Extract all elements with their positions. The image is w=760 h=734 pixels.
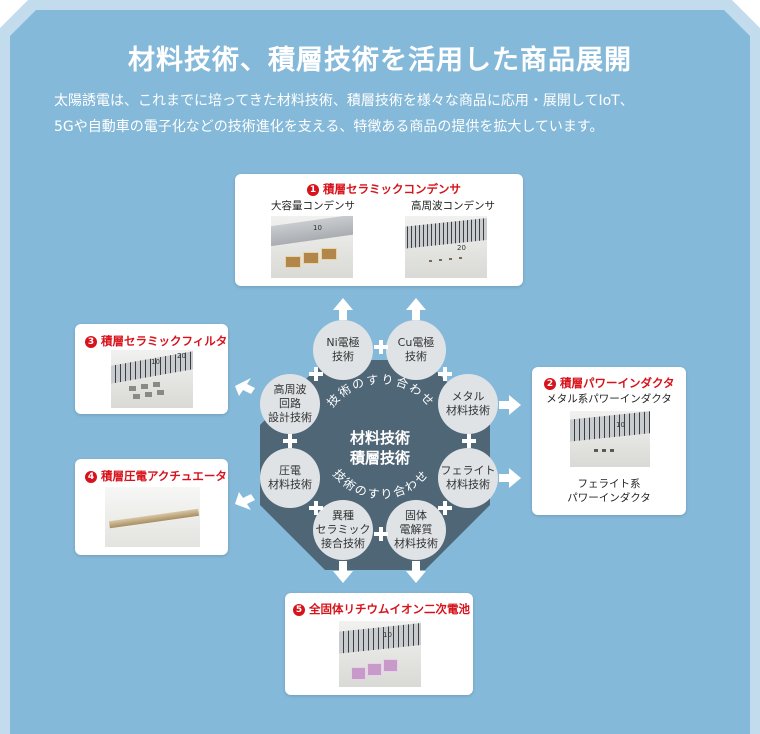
- inductor-chip: [610, 449, 614, 452]
- ruler-number: 20: [177, 352, 186, 360]
- filter-chip: [141, 384, 148, 389]
- product-title-piezo: 4 積層圧電アクチュエータ: [85, 468, 227, 484]
- actuator-strip: [109, 509, 199, 528]
- photo-piezo-actuator: [105, 487, 200, 547]
- node-metal-line-1: メタル: [438, 390, 498, 404]
- product-title-mlcc: 1 積層セラミックコンデンサ: [307, 181, 461, 197]
- node-piezo-line-2: 材料技術: [260, 478, 320, 492]
- filter-chip: [153, 382, 160, 387]
- capacitor-chip-small: [449, 258, 452, 260]
- node-hf-line-1: 高周波: [260, 383, 320, 397]
- node-solid-line-3: 材料技術: [386, 537, 446, 551]
- node-cu-line-2: 技術: [386, 350, 446, 364]
- sub-label-high-frequency: 高周波コンデンサ: [411, 199, 495, 213]
- product-title-battery-text: 全固体リチウムイオン二次電池: [309, 602, 470, 616]
- product-card-filter: 3 積層セラミックフィルタ 10 20: [75, 324, 228, 414]
- node-metal-line-2: 材料技術: [438, 404, 498, 418]
- product-title-piezo-text: 積層圧電アクチュエータ: [101, 469, 227, 483]
- photo-battery: 10: [339, 621, 421, 687]
- product-title-filter: 3 積層セラミックフィルタ: [85, 333, 227, 349]
- ruler-number: 10: [313, 224, 322, 232]
- number-badge: 1: [307, 184, 319, 196]
- node-label-cu: Cu電極 技術: [386, 336, 446, 364]
- node-cu-line-1: Cu電極: [386, 336, 446, 350]
- capacitor-chip-small: [439, 259, 442, 261]
- filter-chip: [129, 386, 136, 391]
- capacitor-chip-small: [459, 257, 462, 259]
- product-title-mlcc-text: 積層セラミックコンデンサ: [323, 182, 461, 196]
- ruler-number: 10: [151, 358, 160, 366]
- node-piezo-line-1: 圧電: [260, 464, 320, 478]
- center-line-1: 材料技術: [335, 428, 425, 448]
- product-card-piezo-actuator: 4 積層圧電アクチュエータ: [75, 459, 228, 555]
- node-ni-line-1: Ni電極: [313, 336, 373, 350]
- product-title-filter-text: 積層セラミックフィルタ: [101, 334, 227, 348]
- product-title-battery: 5 全固体リチウムイオン二次電池: [293, 601, 470, 617]
- node-hetero-line-1: 異種: [313, 509, 373, 523]
- node-ni-line-2: 技術: [313, 350, 373, 364]
- filter-chip: [145, 392, 152, 397]
- node-label-metal: メタル 材料技術: [438, 390, 498, 418]
- node-hf-line-2: 回路: [260, 397, 320, 411]
- node-label-solid: 固体 電解質 材料技術: [386, 509, 446, 551]
- number-badge: 5: [293, 604, 305, 616]
- photo-power-inductor: 10: [570, 411, 650, 467]
- page-title: 材料技術、積層技術を活用した商品展開: [0, 38, 760, 77]
- node-label-hetero: 異種 セラミック 接合技術: [313, 509, 373, 551]
- filter-chip: [133, 394, 140, 399]
- photo-high-frequency-capacitor: 20: [405, 216, 487, 278]
- battery-cell: [383, 659, 398, 672]
- number-badge: 2: [544, 378, 556, 390]
- node-hetero-line-3: 接合技術: [313, 537, 373, 551]
- product-card-power-inductor: 2 積層パワーインダクタ メタル系パワーインダクタ 10 フェライト系 パワーイン…: [532, 367, 686, 515]
- center-line-2: 積層技術: [335, 448, 425, 468]
- intro-line-2: 5Gや自動車の電子化などの技術進化を支える、特徴ある商品の提供を拡大しています。: [54, 114, 604, 140]
- sub-label-metal-inductor: メタル系パワーインダクタ: [532, 392, 686, 406]
- number-badge: 4: [85, 471, 97, 483]
- filter-chip: [157, 390, 164, 395]
- ruler: [271, 216, 353, 247]
- node-solid-line-2: 電解質: [386, 523, 446, 537]
- ruler: [405, 217, 487, 250]
- node-label-piezo: 圧電 材料技術: [260, 464, 320, 492]
- node-hetero-line-2: セラミック: [313, 523, 373, 537]
- node-hf-line-3: 設計技術: [260, 411, 320, 425]
- capacitor-chip: [303, 252, 319, 264]
- sub-label-ferrite-line-1: フェライト系: [532, 477, 686, 491]
- node-label-ferrite: フェライト 材料技術: [438, 464, 498, 492]
- capacitor-chip: [285, 256, 301, 268]
- center-label: 材料技術 積層技術: [335, 428, 425, 468]
- ruler: [339, 622, 421, 655]
- sub-label-high-capacity: 大容量コンデンサ: [271, 199, 355, 213]
- photo-ceramic-filter: 10 20: [111, 350, 193, 408]
- product-title-inductor-text: 積層パワーインダクタ: [560, 376, 675, 390]
- ruler: [570, 411, 650, 442]
- node-ferrite-line-2: 材料技術: [438, 478, 498, 492]
- product-card-solid-state-battery: 5 全固体リチウムイオン二次電池 10: [285, 593, 473, 695]
- inductor-chip: [602, 449, 606, 452]
- inductor-chip: [594, 449, 598, 452]
- intro-line-1: 太陽誘電は、これまでに培ってきた材料技術、積層技術を様々な商品に応用・展開してI…: [54, 88, 634, 114]
- ruler-number: 10: [616, 421, 625, 429]
- number-badge: 3: [85, 336, 97, 348]
- ruler-number: 20: [457, 244, 466, 252]
- sub-label-ferrite-inductor: フェライト系 パワーインダクタ: [532, 477, 686, 505]
- product-card-mlcc: 1 積層セラミックコンデンサ 大容量コンデンサ 高周波コンデンサ 10 20: [235, 174, 523, 286]
- battery-cell: [367, 663, 382, 676]
- ruler-number: 10: [383, 631, 392, 639]
- battery-cell: [351, 667, 366, 680]
- node-label-hf: 高周波 回路 設計技術: [260, 383, 320, 425]
- node-solid-line-1: 固体: [386, 509, 446, 523]
- capacitor-chip: [321, 248, 337, 260]
- capacitor-chip-small: [429, 260, 432, 262]
- photo-high-capacity-capacitor: 10: [271, 216, 353, 278]
- product-title-inductor: 2 積層パワーインダクタ: [544, 375, 675, 391]
- node-ferrite-line-1: フェライト: [438, 464, 498, 478]
- sub-label-ferrite-line-2: パワーインダクタ: [532, 491, 686, 505]
- node-label-ni: Ni電極 技術: [313, 336, 373, 364]
